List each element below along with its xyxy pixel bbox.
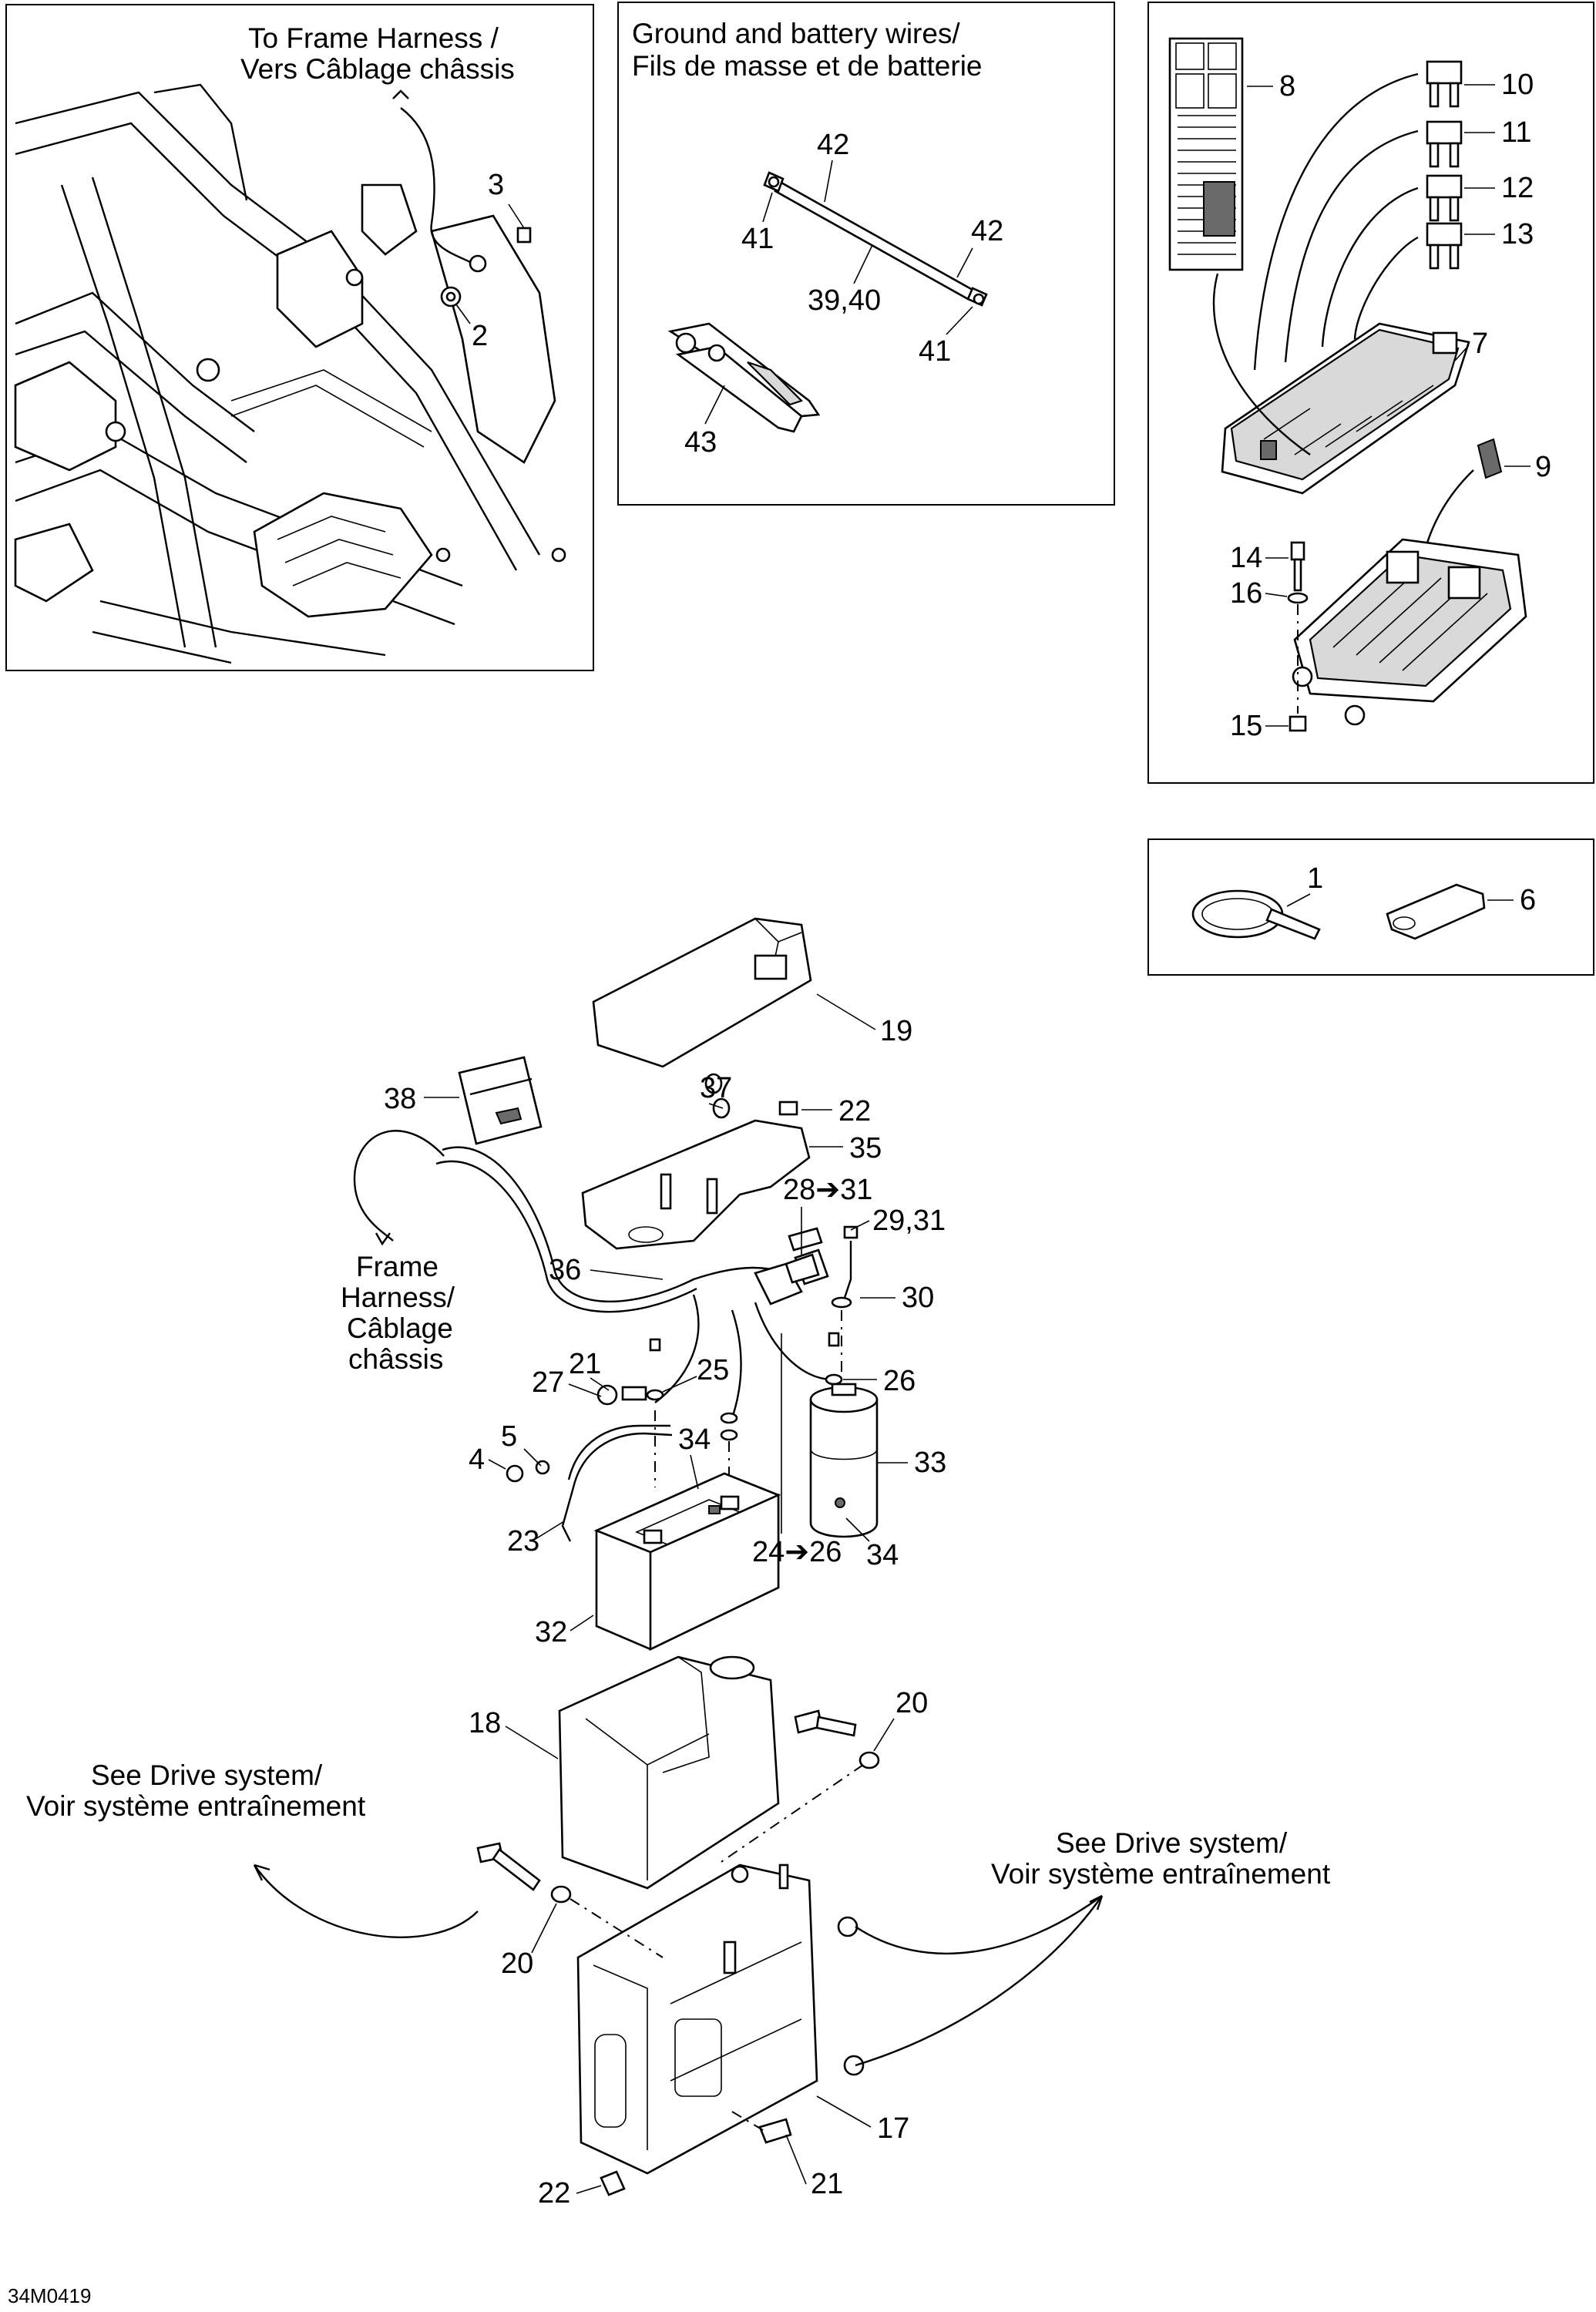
fuse-box-panel-border [1147,2,1594,784]
see-drive-left-en: See Drive system/ [91,1759,323,1791]
washer-16 [1287,592,1309,604]
callout-13: 13 [1501,218,1534,250]
callout-21-bottom: 21 [811,2168,843,2200]
figure-id: 34M0419 [8,2284,91,2307]
callout-22-top: 22 [838,1095,871,1127]
callout-42-right: 42 [971,215,1003,247]
ground-caption-en: Ground and battery wires/ [632,18,960,49]
callout-36: 36 [549,1254,581,1286]
battery [593,1472,781,1652]
battery-cover [592,917,812,1068]
callout-28-31: 28➔31 [783,1174,872,1206]
frame-caption-en: To Frame Harness / [248,22,499,54]
callout-3: 3 [488,169,504,201]
ground-wires-panel: Ground and battery wires/ Fils de masse … [617,2,1115,506]
callout-12: 12 [1501,172,1534,204]
callout-19: 19 [880,1015,912,1047]
callout-1: 1 [1307,862,1323,895]
fuse-12 [1426,174,1463,222]
callout-41-right: 41 [919,335,951,368]
vehicle-frame-drawing [14,83,566,664]
callout-34-upper: 34 [678,1423,711,1456]
ground-wires-panel-border [617,2,1115,506]
callout-7: 7 [1472,328,1488,360]
bolt-14 [1290,541,1305,561]
battery-assembly: 19 38 37 22 35 28➔31 29,31 36 30 21 25 2… [26,917,1331,2210]
nut-15 [1289,715,1307,732]
frame-harness-caption-3: Câblage [347,1312,453,1344]
callout-4: 4 [469,1443,485,1476]
callout-37: 37 [700,1072,732,1104]
frame-harness-caption-4: châssis [348,1343,443,1375]
callout-16: 16 [1230,577,1262,610]
callout-6: 6 [1520,884,1536,916]
cable-tie [1191,889,1321,940]
callout-38: 38 [384,1083,416,1115]
fuse-13 [1426,222,1463,270]
capacitor [809,1383,879,1538]
callout-41-left: 41 [741,223,774,255]
callout-35: 35 [849,1132,882,1164]
see-drive-right-en: See Drive system/ [1056,1827,1288,1859]
fuse-label-card [1168,37,1244,271]
callout-10: 10 [1501,69,1534,101]
frame-panel-border [5,4,594,671]
callout-29-31: 29,31 [872,1205,946,1237]
wire-clip [1386,883,1486,940]
tag-38 [458,1056,543,1145]
callout-2: 2 [472,320,488,352]
callout-5: 5 [501,1420,517,1453]
callout-15: 15 [1230,710,1262,742]
callout-14: 14 [1230,542,1262,574]
fuse-10 [1426,60,1463,108]
fuse-11 [1426,120,1463,168]
callout-20-right: 20 [895,1687,928,1719]
frame-harness-caption-2: Harness/ [341,1282,455,1313]
callout-25: 25 [697,1354,729,1386]
callout-26: 26 [883,1365,916,1397]
see-drive-right-fr: Voir système entraînement [991,1858,1331,1890]
ground-cable [763,171,988,307]
callout-43: 43 [684,426,717,459]
crimp-tool [667,322,821,433]
frame-panel: To Frame Harness / Vers Câblage châssis … [5,4,594,671]
callout-32: 32 [535,1616,567,1648]
battery-tray [558,1655,780,1890]
ground-caption-fr: Fils de masse et de batterie [632,50,983,82]
callout-8: 8 [1279,70,1295,102]
callout-23: 23 [507,1525,539,1558]
callout-42-top: 42 [817,129,849,161]
callout-18: 18 [469,1707,501,1739]
callout-11: 11 [1501,116,1531,149]
callout-33: 33 [914,1447,946,1479]
callout-39-40: 39,40 [808,284,881,317]
frame-caption-fr: Vers Câblage châssis [240,53,515,85]
small-parts-panel-border [1147,838,1594,976]
callout-30: 30 [902,1282,934,1314]
callout-20-left: 20 [501,1947,533,1980]
tray-fasteners [476,1709,880,2196]
callout-21-mid: 21 [569,1348,601,1380]
mounting-plate [581,1073,811,1250]
fuse-box-body [1292,538,1527,726]
small-parts-panel: 1 6 [1147,838,1594,976]
fuse-box-panel: 8 10 11 12 13 7 9 14 16 15 [1147,2,1594,784]
callout-34-lower: 34 [866,1539,899,1571]
frame-harness-caption-1: Frame [356,1251,438,1282]
callout-24-26: 24➔26 [752,1536,842,1568]
callout-27: 27 [532,1366,564,1399]
fuse-box-cover [1221,322,1470,495]
callout-9: 9 [1535,451,1551,483]
callout-17: 17 [877,2112,909,2145]
callout-22-bottom: 22 [538,2177,570,2210]
see-drive-left-fr: Voir système entraînement [26,1790,366,1822]
